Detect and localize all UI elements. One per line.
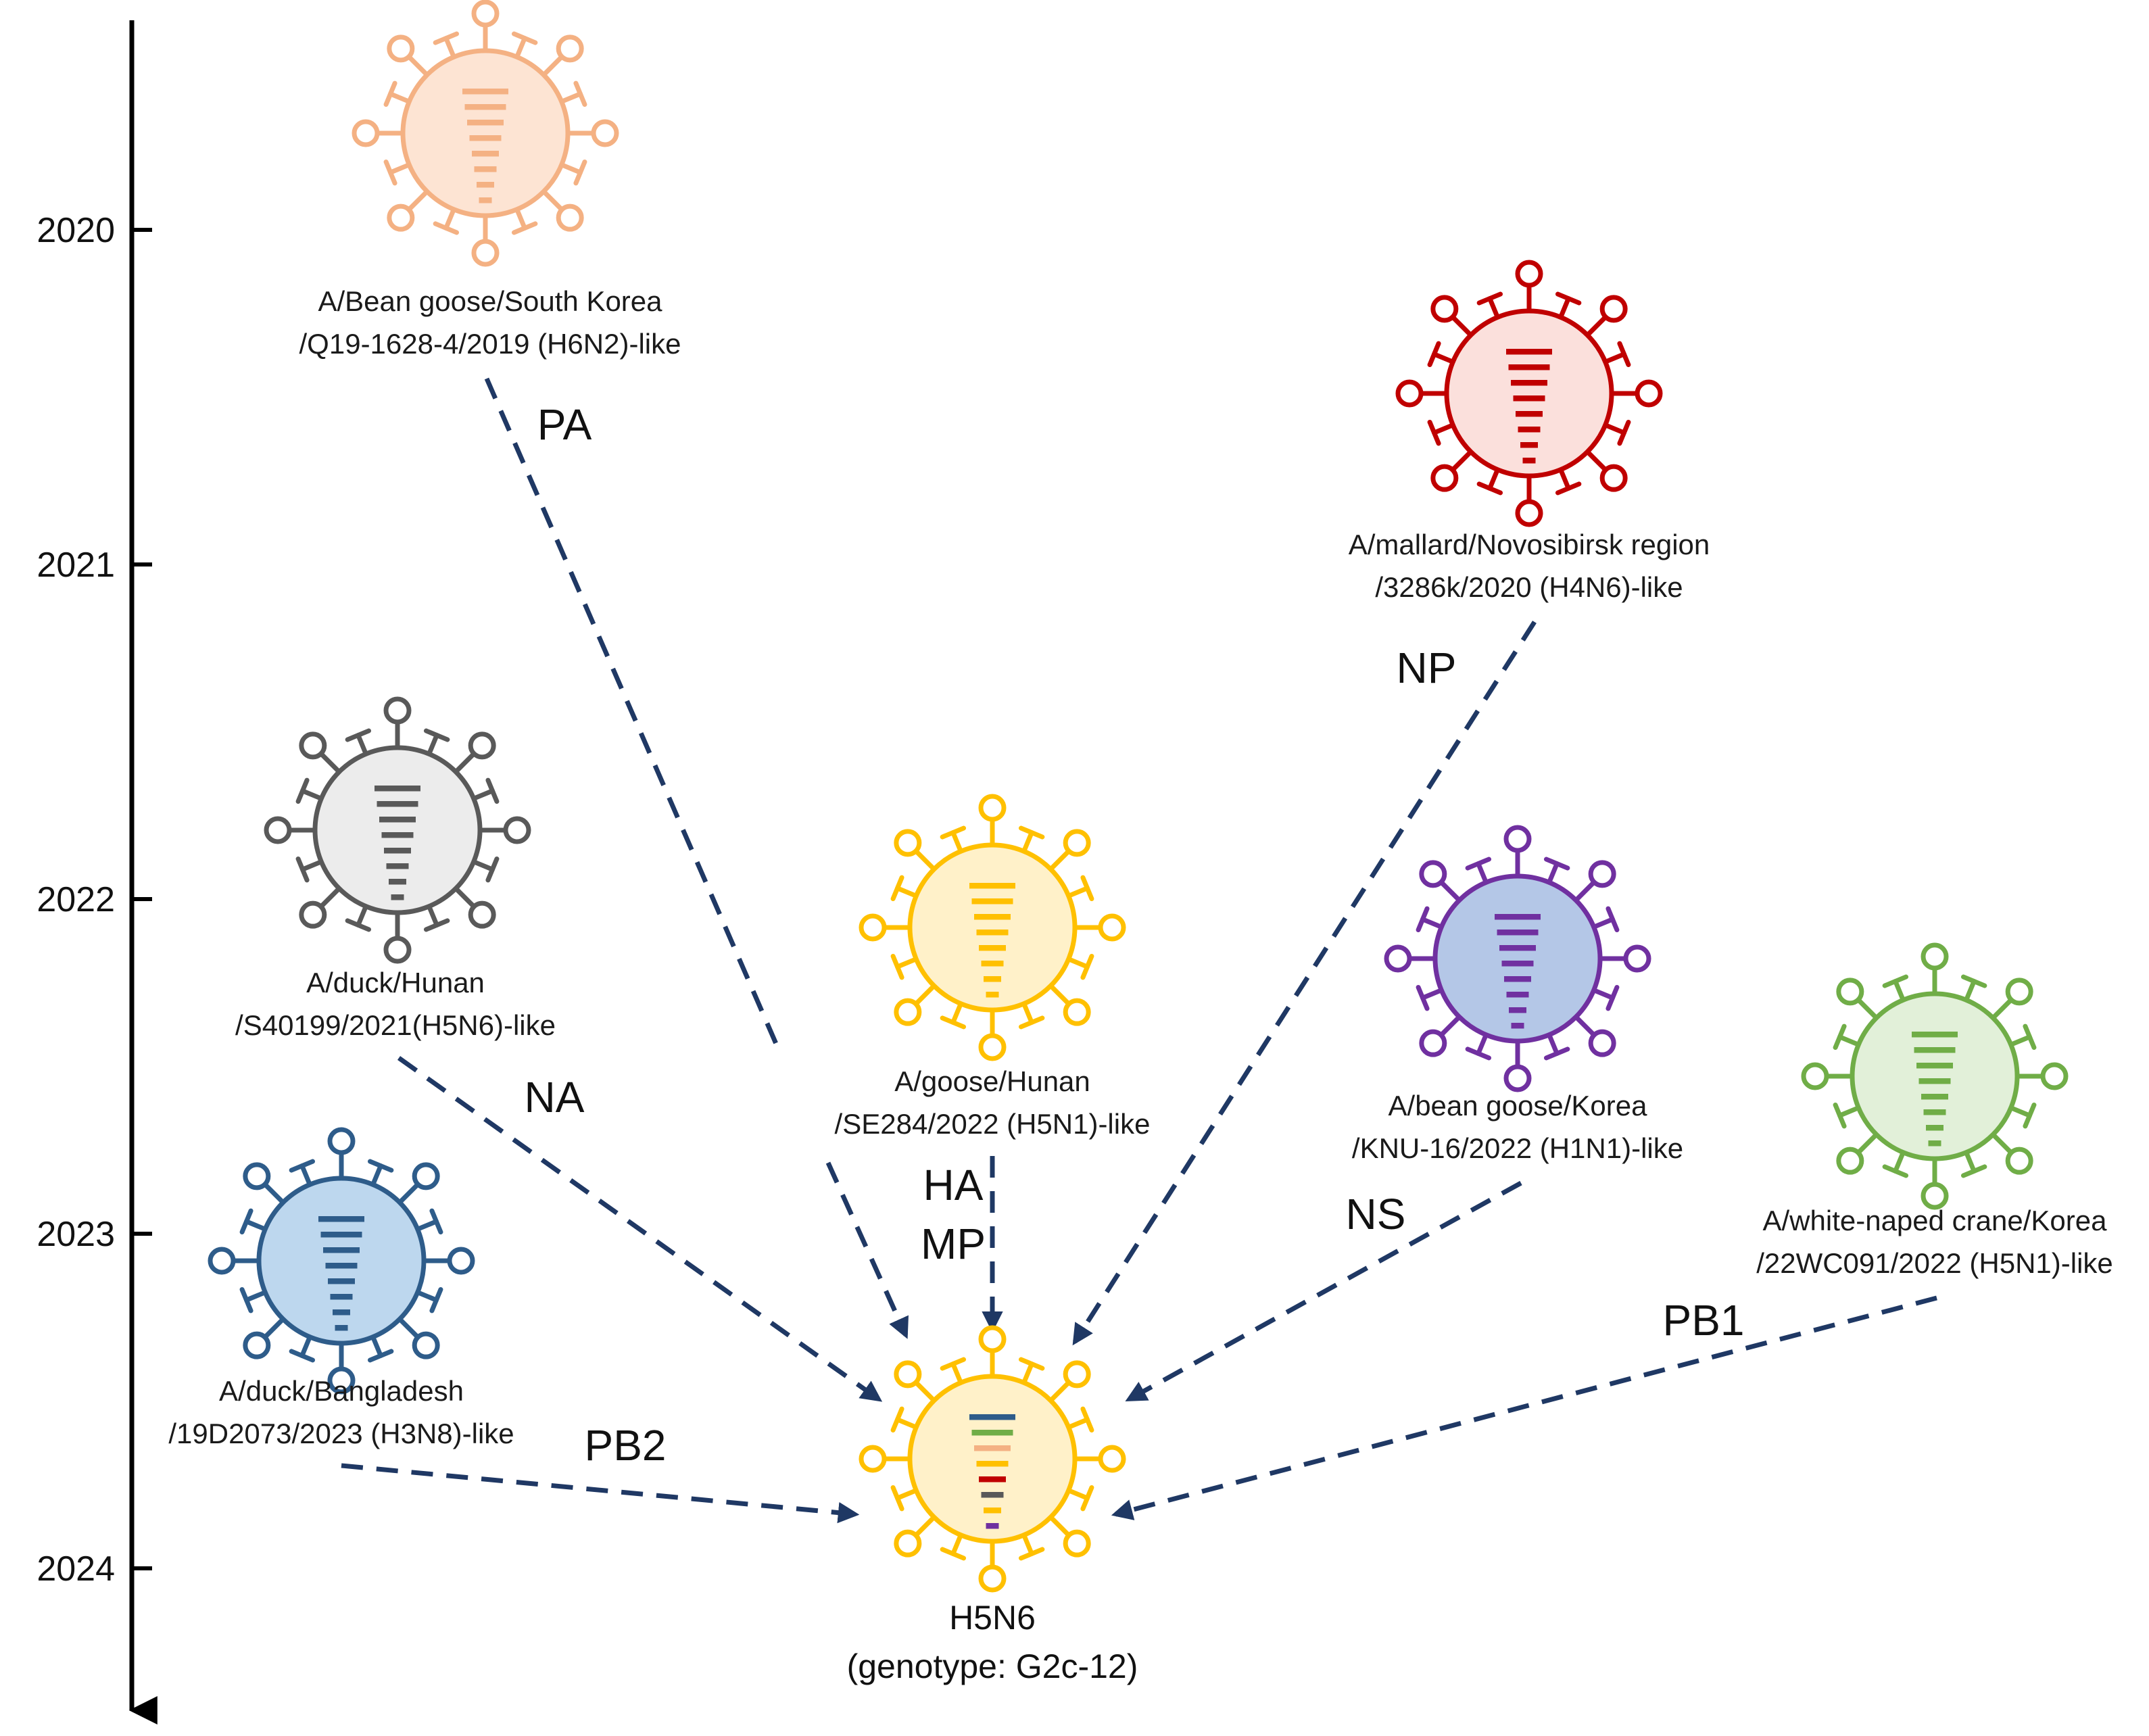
na-donor-label-line1: A/duck/Hunan bbox=[306, 967, 485, 998]
segment-label-np: NP bbox=[1397, 644, 1457, 692]
pb1-donor-label-line2: /22WC091/2022 (H5N1)-like bbox=[1756, 1247, 2113, 1279]
virus-icon-np-donor bbox=[1395, 260, 1663, 527]
arrows bbox=[341, 377, 1937, 1524]
virus-icon-ns-donor bbox=[1384, 825, 1651, 1092]
segment-label-na: NA bbox=[525, 1073, 585, 1122]
pb1-donor-label-line1: A/white-naped crane/Korea bbox=[1763, 1205, 2108, 1236]
arrow-pb2 bbox=[341, 1463, 860, 1524]
arrow-np bbox=[1072, 621, 1537, 1346]
arrow-pa bbox=[484, 377, 783, 1056]
timeline-axis: 2020 2021 2022 2023 2024 bbox=[37, 20, 158, 1725]
virus-icon-na-donor bbox=[264, 696, 531, 964]
year-label: 2022 bbox=[37, 880, 115, 919]
np-donor-label-line2: /3286k/2020 (H4N6)-like bbox=[1375, 571, 1683, 603]
segment-label-mp: MP bbox=[921, 1220, 986, 1268]
ns-donor-label-line2: /KNU-16/2022 (H1N1)-like bbox=[1352, 1132, 1683, 1164]
arrow-pa-2 bbox=[825, 1161, 909, 1339]
year-label: 2024 bbox=[37, 1549, 115, 1589]
ha-mp-donor-label-line1: A/goose/Hunan bbox=[894, 1065, 1090, 1097]
segment-label-ns: NS bbox=[1346, 1190, 1406, 1238]
na-donor-label-line2: /S40199/2021(H5N6)-like bbox=[235, 1009, 556, 1041]
year-label: 2021 bbox=[37, 546, 115, 585]
pb2-donor-label-line1: A/duck/Bangladesh bbox=[219, 1375, 464, 1407]
segment-label-pb1: PB1 bbox=[1663, 1296, 1745, 1345]
segment-labels: PA NP NA HA MP NS PB1 PB2 bbox=[525, 400, 1745, 1470]
year-label: 2023 bbox=[37, 1215, 115, 1254]
pb2-donor-label-line2: /19D2073/2023 (H3N8)-like bbox=[168, 1418, 514, 1449]
ns-donor-label-line1: A/bean goose/Korea bbox=[1389, 1090, 1648, 1122]
year-label: 2020 bbox=[37, 211, 115, 250]
virus-icon-result bbox=[859, 1325, 1126, 1593]
result-genotype: (genotype: G2c-12) bbox=[847, 1647, 1138, 1685]
ha-mp-donor-label-line2: /SE284/2022 (H5N1)-like bbox=[835, 1108, 1151, 1140]
segment-label-pa: PA bbox=[537, 400, 592, 449]
pa-donor-label-line1: A/Bean goose/South Korea bbox=[318, 285, 662, 317]
virus-icon-pb1-donor bbox=[1801, 942, 2069, 1210]
result-labels: H5N6 (genotype: G2c-12) bbox=[847, 1599, 1138, 1685]
segment-label-ha: HA bbox=[923, 1161, 984, 1209]
virus-layer bbox=[208, 0, 2069, 1593]
arrow-na bbox=[397, 1056, 883, 1402]
virus-icon-ha-mp-donor bbox=[859, 794, 1126, 1061]
np-donor-label-line1: A/mallard/Novosibirsk region bbox=[1349, 529, 1710, 560]
virus-icon-pa-donor bbox=[352, 0, 619, 267]
virus-icon-pb2-donor bbox=[208, 1127, 475, 1395]
result-subtype: H5N6 bbox=[949, 1599, 1036, 1637]
arrow-pb1 bbox=[1111, 1295, 1937, 1520]
arrow-ns bbox=[1125, 1180, 1522, 1402]
segment-label-pb2: PB2 bbox=[585, 1421, 667, 1470]
strain-labels: A/Bean goose/South Korea /Q19-1628-4/201… bbox=[168, 285, 2112, 1449]
pa-donor-label-line2: /Q19-1628-4/2019 (H6N2)-like bbox=[299, 328, 681, 360]
